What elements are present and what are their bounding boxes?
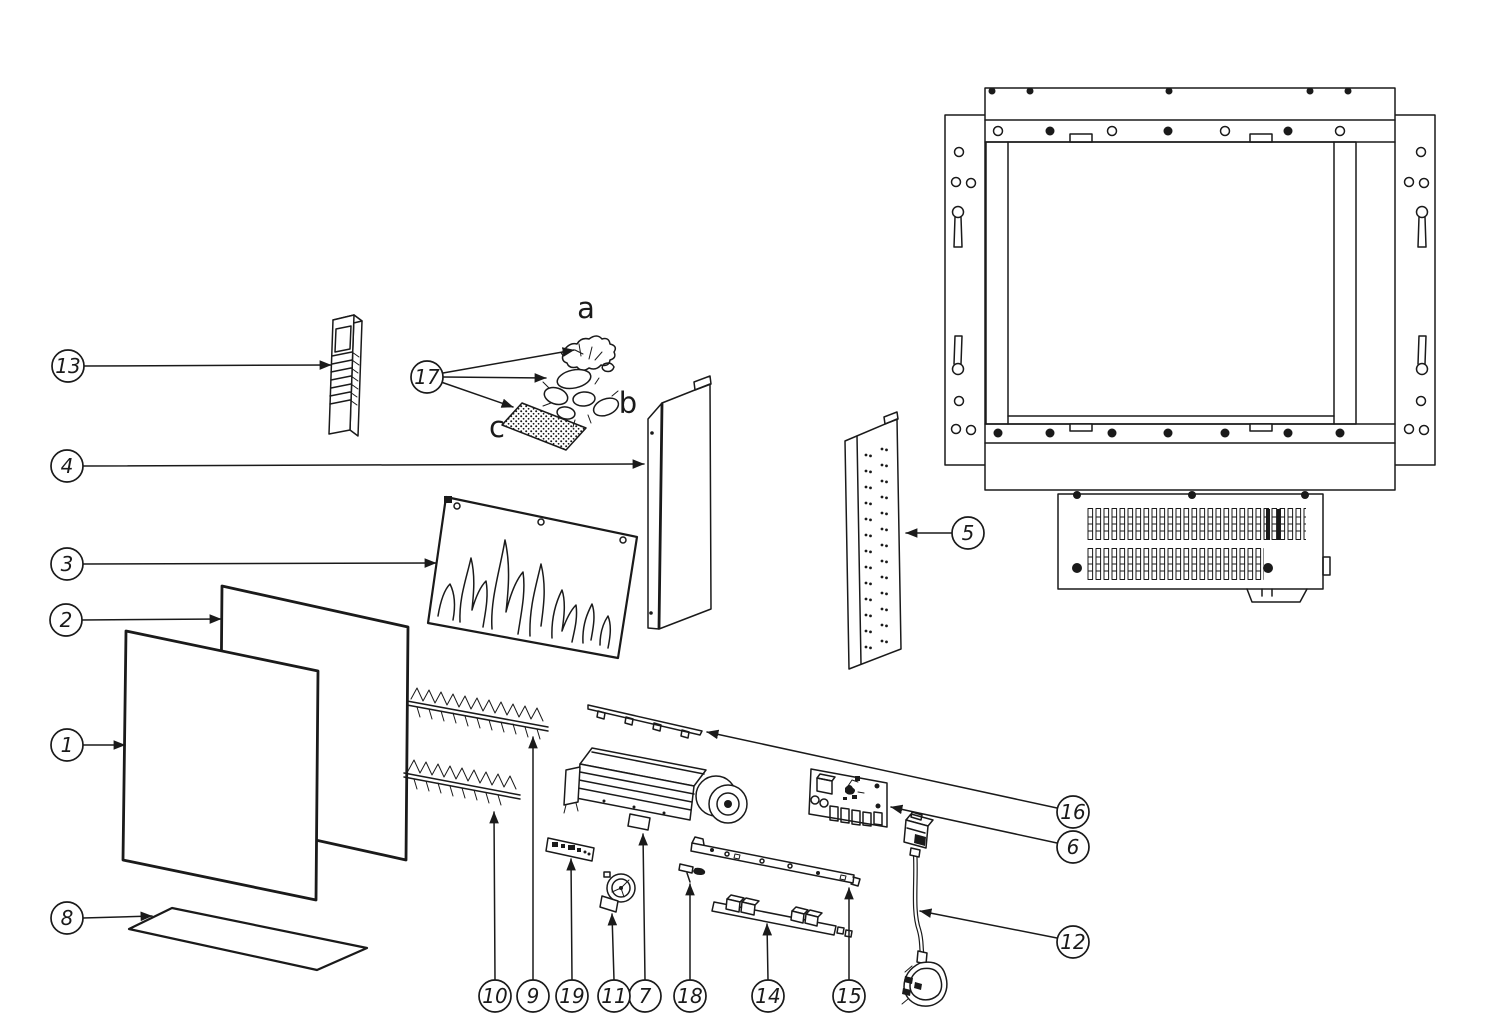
item-letter-a: a xyxy=(577,291,595,325)
callout-17-label: 17 xyxy=(414,365,440,389)
callout-4: 4 xyxy=(50,449,645,483)
remote-control xyxy=(328,314,363,437)
callout-14: 14 xyxy=(751,923,785,1013)
callout-8-label: 8 xyxy=(61,906,74,930)
callout-10: 10 xyxy=(478,811,512,1013)
callout-14-label: 14 xyxy=(755,984,780,1008)
callout-2: 2 xyxy=(49,603,222,637)
side-panel xyxy=(647,375,712,630)
callout-13-label: 13 xyxy=(55,354,80,378)
blower-assembly xyxy=(563,747,748,831)
callout-18: 18 xyxy=(673,883,707,1013)
callout-5: 5 xyxy=(905,516,985,550)
callout-15: 15 xyxy=(832,887,866,1013)
callout-15-label: 15 xyxy=(836,984,861,1008)
callout-7: 7 xyxy=(628,833,662,1013)
callout-12-label: 12 xyxy=(1060,930,1085,954)
flame-effect-panel xyxy=(426,495,639,660)
mounting-bracket xyxy=(690,836,861,887)
item-letter-c: c xyxy=(489,410,505,444)
callout-9-label: 9 xyxy=(527,984,540,1008)
callout-3-label: 3 xyxy=(61,552,74,576)
front-frame-assembly xyxy=(944,87,1436,603)
base-panel xyxy=(127,906,369,972)
callout-6-label: 6 xyxy=(1067,835,1080,859)
thermal-cutoff-sensor xyxy=(678,863,706,883)
callout-1-label: 1 xyxy=(61,733,74,757)
heating-element-upper xyxy=(406,687,549,740)
callout-1: 1 xyxy=(50,728,126,762)
callout-4-label: 4 xyxy=(61,454,74,478)
callout-2-label: 2 xyxy=(60,608,73,632)
callout-12: 12 xyxy=(919,908,1090,959)
perforated-side-bracket xyxy=(844,411,902,670)
top-mounting-rail xyxy=(587,704,703,739)
heating-element-lower xyxy=(403,759,521,806)
flicker-motor xyxy=(599,871,636,913)
callout-16-label: 16 xyxy=(1060,800,1085,824)
callout-16: 16 xyxy=(706,729,1090,829)
receiver-pcb xyxy=(545,837,595,862)
callout-5-label: 5 xyxy=(962,521,975,545)
callout-19-label: 19 xyxy=(559,984,584,1008)
decorative-twig-item-a xyxy=(560,335,617,373)
power-cord xyxy=(901,811,948,1007)
callout-3: 3 xyxy=(50,547,437,581)
switch-board xyxy=(711,894,853,938)
callout-18-label: 18 xyxy=(677,984,702,1008)
callout-6: 6 xyxy=(890,804,1090,864)
callout-19: 19 xyxy=(555,858,589,1013)
callout-10-label: 10 xyxy=(482,984,507,1008)
callout-11-label: 11 xyxy=(601,984,626,1008)
callout-8: 8 xyxy=(50,901,153,935)
callout-11: 11 xyxy=(597,913,631,1013)
control-pcb xyxy=(808,768,888,828)
item-letter-b: b xyxy=(619,386,637,420)
callout-13: 13 xyxy=(51,349,332,383)
ember-mat-item-c xyxy=(501,402,587,451)
callout-17: 17 xyxy=(410,347,575,408)
callout-7-label: 7 xyxy=(639,984,652,1008)
front-glass-panel xyxy=(121,629,320,902)
callout-9: 9 xyxy=(516,736,550,1013)
